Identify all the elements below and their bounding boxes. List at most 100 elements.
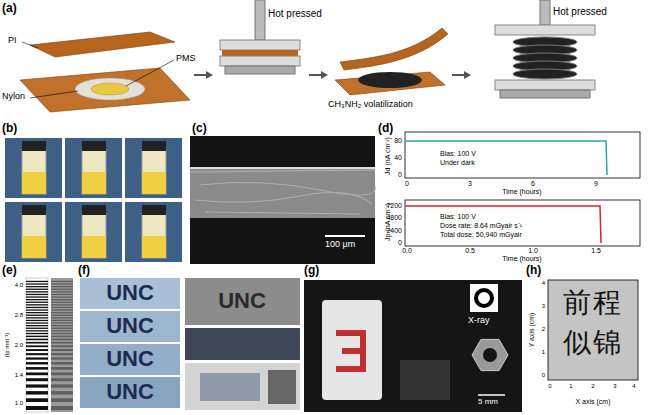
- figure-label: 似锦: [563, 328, 623, 359]
- illustration-shape: [309, 74, 321, 76]
- illustration-shape: [342, 348, 366, 354]
- illustration-shape: [30, 32, 175, 57]
- illustration-shape: [26, 391, 48, 394]
- illustration-shape: [142, 205, 166, 215]
- illustration-shape: [206, 71, 213, 79]
- illustration-shape: [325, 235, 365, 237]
- figure-label: Hot pressed: [268, 8, 322, 19]
- illustration-shape: [470, 284, 498, 312]
- illustration-shape: [225, 66, 295, 74]
- figure-label: Jd (nA cm⁻²): [384, 137, 392, 175]
- illustration-shape: [322, 300, 382, 400]
- illustration-shape: [472, 339, 508, 370]
- illustration-shape: [51, 307, 73, 308]
- figure-label: CH₃NH₂ volatilization: [328, 100, 413, 110]
- illustration-shape: [340, 28, 448, 70]
- figure-label: 80: [394, 137, 402, 145]
- figure-label: 7200: [386, 202, 402, 210]
- figure-label: 1: [542, 349, 545, 356]
- illustration-shape: [26, 330, 48, 331]
- illustration-shape: [26, 353, 48, 355]
- illustration-shape: [26, 294, 48, 295]
- illustration-shape: [51, 283, 73, 284]
- illustration-shape: [194, 74, 206, 76]
- figure-label: 2400: [386, 227, 402, 235]
- illustration-shape: [5, 138, 62, 198]
- illustration-shape: [51, 320, 73, 321]
- illustration-shape: [26, 299, 48, 300]
- illustration-shape: [26, 312, 48, 313]
- figure-label: 0: [398, 239, 402, 247]
- illustration-shape: [483, 348, 497, 362]
- illustration-shape: [26, 333, 48, 334]
- illustration-shape: [405, 200, 640, 246]
- figure-label: 0: [398, 171, 402, 179]
- illustration-shape: [26, 283, 48, 284]
- illustration-shape: [26, 362, 48, 364]
- illustration-shape: [51, 339, 73, 341]
- illustration-shape: [476, 290, 492, 306]
- unc-images: [80, 278, 300, 410]
- illustration-shape: [26, 345, 48, 347]
- illustration-shape: [222, 50, 298, 56]
- illustration-shape: [51, 281, 73, 282]
- illustration-shape: [80, 377, 180, 408]
- illustration-shape: [51, 330, 73, 331]
- figure-label: 9: [594, 180, 598, 188]
- illustration-shape: [51, 309, 73, 310]
- figure-label: 1: [569, 383, 572, 390]
- illustration-shape: [26, 342, 48, 344]
- illustration-shape: [82, 141, 106, 151]
- illustration-shape: [22, 236, 46, 258]
- illustration-shape: [142, 141, 166, 151]
- figure-label: Time (hours): [502, 255, 541, 263]
- illustration-shape: [26, 286, 48, 287]
- illustration-shape: [26, 309, 48, 310]
- illustration-shape: [126, 60, 174, 86]
- figure-label: 4800: [386, 214, 402, 222]
- illustration-shape: [26, 372, 48, 375]
- figure-label: 5 mm: [478, 398, 498, 407]
- figure-label: 0: [405, 180, 409, 188]
- figure-label: Under dark: [440, 159, 475, 167]
- figure-label: Hot pressed: [553, 6, 607, 17]
- figure-label: Dose rate: 8.64 mGyair s⁻¹: [440, 222, 522, 230]
- illustration-shape: [80, 311, 180, 342]
- illustration-shape: [26, 315, 48, 316]
- figure-label: (b): [2, 122, 17, 135]
- illustration-shape: [51, 372, 73, 375]
- illustration-shape: [548, 280, 638, 380]
- figure-label: 2.8: [15, 312, 23, 319]
- illustration-shape: [30, 91, 78, 98]
- illustration-shape: [51, 353, 73, 355]
- figure-label: 前程: [563, 288, 623, 319]
- figure-label: 1.0: [528, 247, 538, 255]
- illustration-shape: [358, 72, 422, 88]
- illustration-shape: [26, 302, 48, 303]
- illustration-shape: [26, 339, 48, 341]
- illustration-shape: [51, 302, 73, 303]
- imaging-photo: [304, 280, 522, 412]
- current-charts: [405, 132, 640, 246]
- illustration-shape: [82, 172, 106, 194]
- illustration-shape: [80, 278, 180, 309]
- illustration-shape: [51, 328, 73, 329]
- illustration-shape: [142, 214, 166, 258]
- illustration-shape: [20, 68, 190, 112]
- illustration-shape: [51, 357, 73, 359]
- illustration-shape: [26, 317, 48, 318]
- illustration-shape: [51, 391, 73, 394]
- illustration-shape: [220, 40, 300, 50]
- illustration-shape: [26, 320, 48, 321]
- illustration-shape: [22, 150, 46, 194]
- figure-label: 0.0: [402, 247, 412, 255]
- illustration-shape: [26, 378, 48, 381]
- illustration-shape: [405, 141, 607, 175]
- illustration-shape: [495, 25, 595, 35]
- figure-label: Bias: 100 V: [440, 213, 476, 221]
- figure-label: (e): [2, 264, 17, 277]
- figure-label: UNC: [106, 314, 154, 338]
- illustration-shape: [125, 138, 182, 198]
- illustration-shape: [26, 307, 48, 308]
